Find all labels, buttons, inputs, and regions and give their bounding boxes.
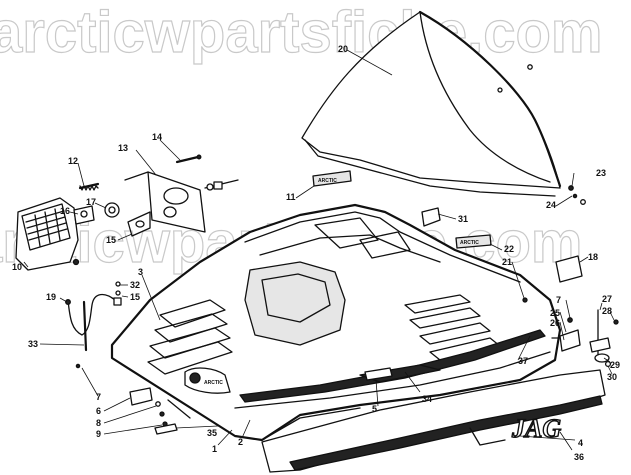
hood-badge-text: ARCTIC <box>204 380 223 386</box>
callout-7-left: 7 <box>96 392 101 402</box>
callout-15-lower: 15 <box>130 292 140 302</box>
callout-24: 24 <box>546 200 556 210</box>
callout-23: 23 <box>596 168 606 178</box>
callout-28: 28 <box>602 306 612 316</box>
callout-37: 37 <box>518 356 528 366</box>
wire-harness <box>65 281 122 352</box>
headlight-bracket <box>124 171 206 237</box>
callout-11: 11 <box>286 192 296 202</box>
callout-19: 19 <box>46 292 56 302</box>
callout-25: 25 <box>550 308 560 318</box>
callout-7-right: 7 <box>556 295 561 305</box>
callout-4: 4 <box>578 438 583 448</box>
callout-17: 17 <box>86 197 96 207</box>
callout-18: 18 <box>588 252 598 262</box>
spring-12 <box>78 182 100 191</box>
trim-label-35 <box>154 423 178 435</box>
callout-20: 20 <box>338 44 348 54</box>
callout-27: 27 <box>602 294 612 304</box>
callout-35: 35 <box>207 428 217 438</box>
callout-8: 8 <box>96 418 101 428</box>
windshield <box>301 10 562 197</box>
latch-plate-18 <box>555 255 583 283</box>
callout-36: 36 <box>574 452 584 462</box>
hood-body: ARCTIC <box>110 203 562 442</box>
decal-11-text: ARCTIC <box>318 178 337 184</box>
headlight-assembly <box>15 197 120 271</box>
callout-5: 5 <box>372 404 377 414</box>
callout-13: 13 <box>118 143 128 153</box>
callout-14: 14 <box>152 132 162 142</box>
decal-22: ARCTIC <box>455 234 492 249</box>
callout-29: 29 <box>610 360 620 370</box>
decal-11: ARCTIC <box>312 170 352 187</box>
callout-31: 31 <box>458 214 468 224</box>
hardware-lower-left <box>75 363 191 427</box>
callout-34: 34 <box>422 394 432 404</box>
decal-22-text: ARCTIC <box>460 240 479 246</box>
callout-9: 9 <box>96 429 101 439</box>
callout-2: 2 <box>238 437 243 447</box>
callout-22: 22 <box>504 244 514 254</box>
callout-12: 12 <box>68 156 78 166</box>
callout-26: 26 <box>550 318 560 328</box>
callout-1: 1 <box>212 444 217 454</box>
latch-assembly <box>551 309 619 368</box>
callout-21: 21 <box>502 257 512 267</box>
callout-33: 33 <box>28 339 38 349</box>
rod-14 <box>175 154 202 164</box>
callout-15-upper: 15 <box>106 235 116 245</box>
callouts: 20 13 14 12 11 31 23 24 18 22 21 10 16 1… <box>12 44 620 462</box>
hinge-hardware <box>421 185 586 303</box>
callout-32: 32 <box>130 280 140 290</box>
watermark-text-top: arcticwpartsfiche.com <box>0 0 602 65</box>
callout-16: 16 <box>60 206 70 216</box>
leader-lines <box>23 49 615 451</box>
callout-6: 6 <box>96 406 101 416</box>
adjuster-screw <box>204 179 239 191</box>
callout-3: 3 <box>138 267 143 277</box>
callout-30: 30 <box>607 372 617 382</box>
callout-10: 10 <box>12 262 22 272</box>
